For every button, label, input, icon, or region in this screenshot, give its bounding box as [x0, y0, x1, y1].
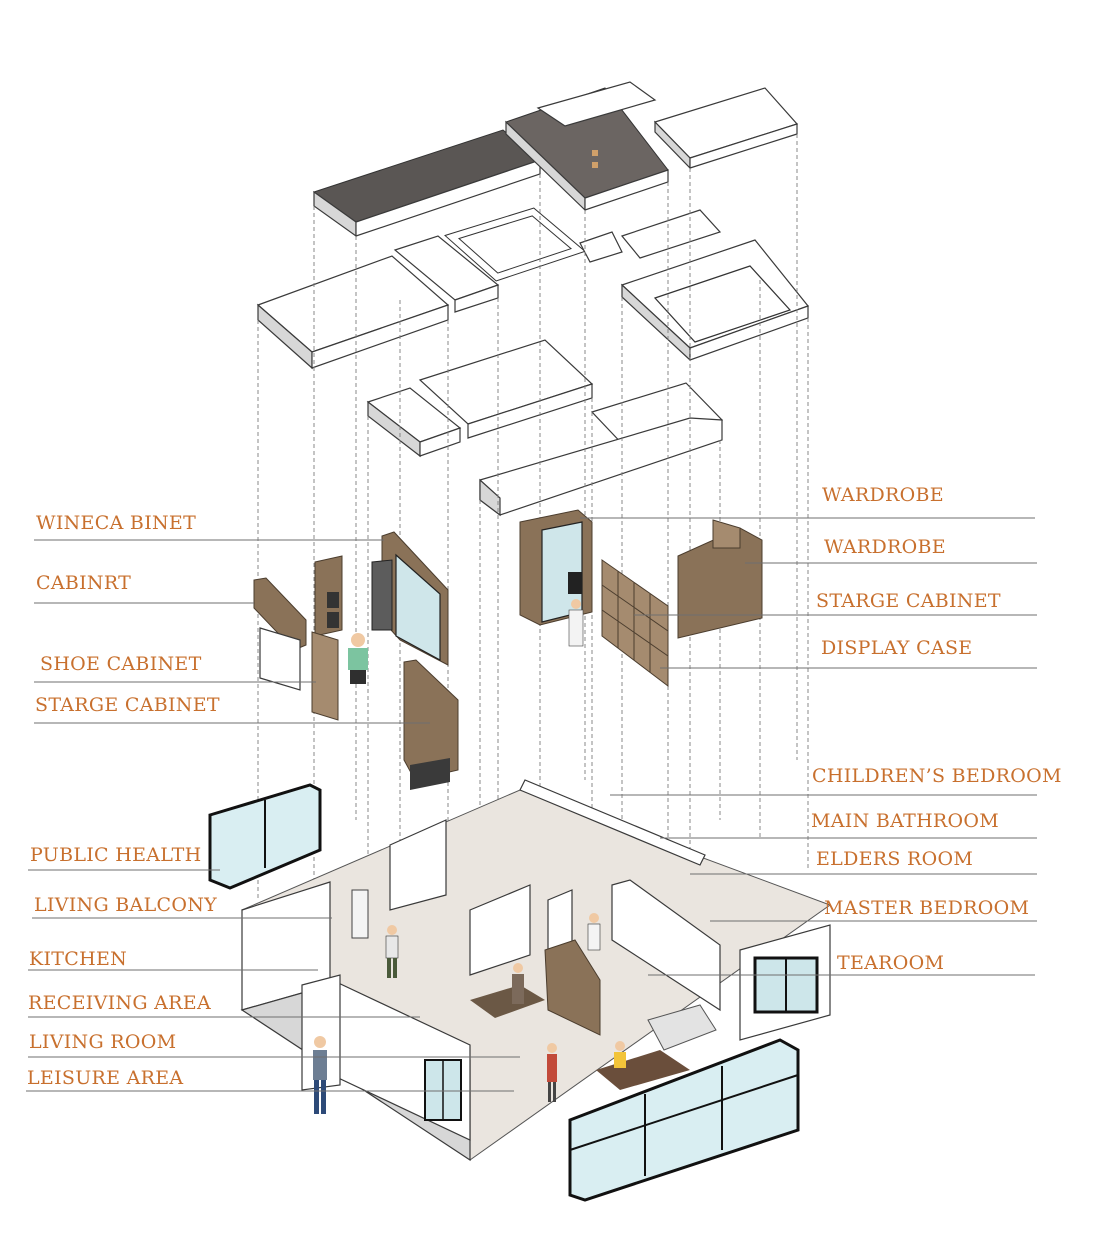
label-childrens-bedroom: CHILDREN’S BEDROOM: [812, 765, 1062, 787]
label-public-health: PUBLIC HEALTH: [30, 844, 202, 866]
label-main-bathroom: MAIN BATHROOM: [811, 810, 1000, 832]
label-storage-cabinet-right: STARGE CABINET: [816, 590, 1001, 612]
label-kitchen: KITCHEN: [29, 948, 128, 970]
person-figure: [587, 913, 601, 951]
label-living-room: LIVING ROOM: [29, 1031, 177, 1053]
furniture-layer: [253, 509, 763, 790]
label-display-case: DISPLAY CASE: [821, 637, 973, 659]
beam-layer: [366, 339, 724, 517]
label-wine-cabinet: WINECA BINET: [36, 512, 197, 534]
ceiling-layer: [312, 81, 799, 238]
person-figure: [512, 963, 524, 1004]
soffit-layer: [256, 207, 809, 370]
label-wardrobe-1: WARDROBE: [822, 484, 944, 506]
leader-lines: [26, 517, 1037, 1092]
person-figure: [568, 599, 584, 647]
label-living-balcony: LIVING BALCONY: [34, 894, 217, 916]
label-receiving-area: RECEIVING AREA: [28, 992, 211, 1014]
label-tearoom: TEAROOM: [837, 952, 945, 974]
label-wardrobe-2: WARDROBE: [824, 536, 946, 558]
label-master-bedroom: MASTER BEDROOM: [824, 897, 1030, 919]
person-figure: [614, 1041, 626, 1068]
person-figure: [385, 925, 399, 978]
floor-plan: [208, 779, 832, 1202]
label-cabinet: CABINRT: [36, 572, 132, 594]
person-figure: [348, 633, 368, 684]
label-leisure-area: LEISURE AREA: [27, 1067, 184, 1089]
label-elders-room: ELDERS ROOM: [816, 848, 974, 870]
person-figure: [547, 1043, 557, 1102]
label-shoe-cabinet: SHOE CABINET: [40, 653, 202, 675]
label-storage-cabinet-left: STARGE CABINET: [35, 694, 220, 716]
